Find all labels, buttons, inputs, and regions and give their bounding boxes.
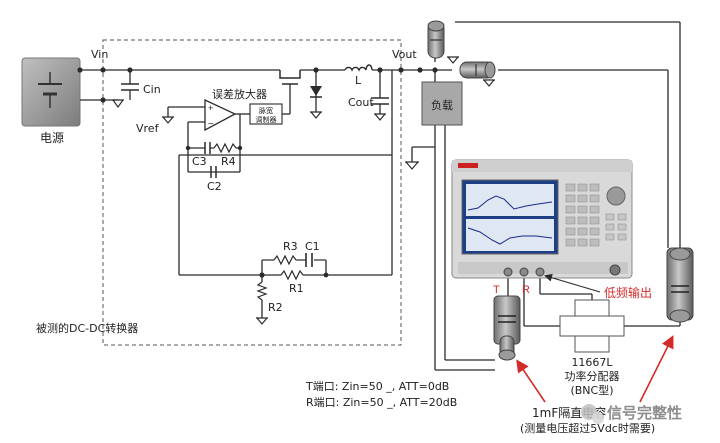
r4-label: R4	[221, 155, 236, 168]
splitter-name-label: 功率分配器	[565, 369, 620, 383]
ground-icon	[162, 116, 174, 124]
ground-icon	[483, 79, 495, 87]
cout-label: Cout	[348, 96, 374, 109]
cin-label: Cin	[143, 83, 161, 96]
blocking-capacitor-right	[666, 247, 694, 323]
dut-boundary	[102, 39, 402, 346]
power-splitter	[559, 299, 625, 353]
error-amp-label: 误差放大器	[212, 87, 267, 101]
diode	[310, 86, 322, 98]
r3-label: R3	[283, 240, 298, 253]
low-freq-output-label: 低频输出	[604, 285, 652, 300]
svg-text:+: +	[208, 103, 213, 113]
network-analyzer	[451, 159, 633, 279]
r4-resistor	[213, 142, 237, 154]
load-label: 负载	[431, 98, 453, 112]
r1-resistor	[280, 269, 304, 281]
dut-label: 被测的DC-DC转换器	[36, 321, 138, 335]
r-port-setting: R端口: Zin=50 _, ATT=20dB	[306, 396, 457, 409]
r1-label: R1	[289, 282, 304, 295]
probe-connector-horizontal	[459, 61, 496, 79]
pwm-label-line1: 脉宽	[259, 106, 273, 115]
ground-icon	[310, 111, 322, 119]
t-port-label: T	[493, 284, 500, 296]
splitter-type-label: (BNC型)	[570, 383, 613, 397]
vref-label: Vref	[136, 122, 160, 135]
r-port-connector	[519, 267, 529, 277]
splitter-model-label: 11667L	[571, 356, 613, 369]
t-port-connector	[503, 267, 513, 277]
power-source-label: 电源	[40, 131, 64, 145]
c2-label: C2	[207, 180, 222, 193]
battery-icon	[21, 57, 81, 127]
vout-label: Vout	[392, 48, 417, 61]
error-amplifier	[204, 98, 237, 132]
r2-resistor	[256, 281, 268, 301]
switch-transistor	[279, 70, 301, 85]
c3-label: C3	[192, 155, 207, 168]
cin-capacitor	[121, 83, 139, 91]
wires	[80, 21, 681, 371]
c1-label: C1	[305, 240, 320, 253]
ground-icon	[447, 56, 459, 64]
inductor-label: L	[355, 74, 362, 87]
watermark-label: 信号完整性	[607, 404, 682, 422]
r3-resistor	[273, 254, 297, 266]
r-port-label: R	[522, 284, 530, 296]
wechat-logo-icon	[581, 404, 604, 424]
pwm-modulator	[249, 103, 283, 125]
t-port-setting: T端口: Zin=50 _, ATT=0dB	[305, 380, 449, 393]
ground-icon	[112, 99, 124, 109]
probe-connector-top	[427, 20, 445, 59]
r2-label: R2	[268, 301, 283, 314]
c2-capacitor	[210, 166, 217, 178]
svg-text:−: −	[208, 119, 214, 130]
ground-icon	[405, 161, 419, 170]
power-source	[21, 57, 81, 127]
vin-label: Vin	[91, 48, 108, 61]
cout-capacitor	[371, 97, 389, 105]
ground-icon	[256, 317, 268, 325]
load-box	[421, 81, 463, 126]
inductor	[344, 64, 373, 72]
blocking-capacitor-left	[493, 295, 521, 361]
c3-capacitor	[204, 142, 211, 154]
blocking-cap-note: (测量电压超过5Vdc时需要)	[520, 421, 655, 435]
ground-icon	[374, 113, 386, 121]
pwm-label-line2: 调制器	[256, 115, 277, 124]
c1-capacitor	[305, 253, 313, 267]
